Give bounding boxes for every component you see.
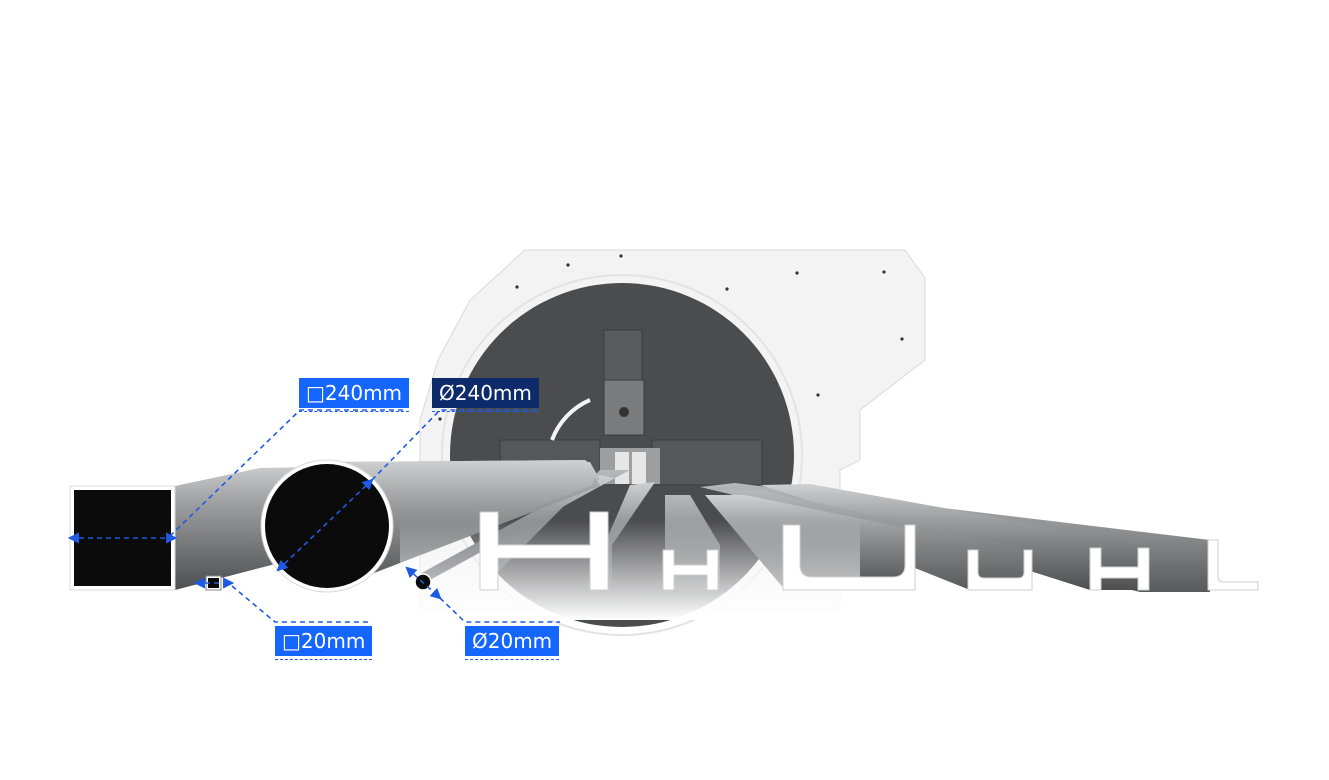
dimension-lines: [67, 409, 560, 623]
round-leader: [371, 409, 540, 481]
i-beam-section: [479, 511, 609, 591]
round-diameter-arrow: [276, 478, 374, 572]
small-round-arrow: [405, 566, 442, 600]
max-square-size-label: □240mm: [299, 378, 410, 412]
min-round-diameter-label: Ø20mm: [465, 626, 560, 660]
small-round-leader: [439, 597, 560, 623]
jaw-right: [651, 439, 763, 486]
square-leader: [169, 409, 405, 537]
angle-section: [1207, 539, 1259, 591]
min-square-size-label: □20mm: [275, 626, 373, 660]
max-round-diameter-label: Ø240mm: [432, 378, 539, 412]
h-beam-section-small: [662, 549, 719, 591]
square-tube-section: [69, 485, 176, 591]
channel-section-large: [782, 524, 916, 591]
channel-section-small: [967, 549, 1033, 591]
small-square-leader: [231, 585, 372, 623]
h-beam-section-medium: [1089, 547, 1150, 591]
